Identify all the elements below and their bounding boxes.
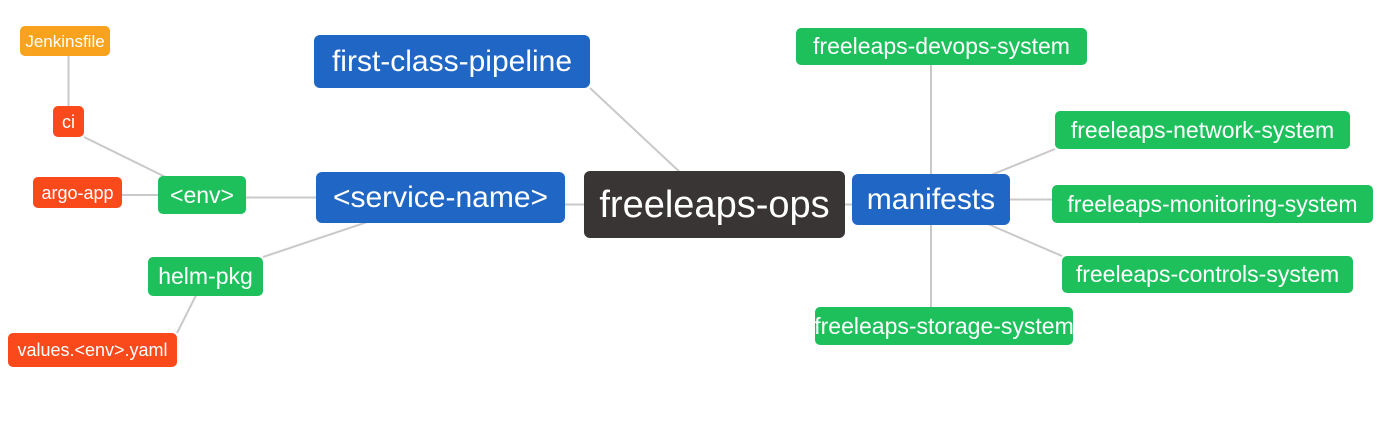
node-env[interactable]: <env> (158, 176, 246, 214)
node-freeleaps-controls-system[interactable]: freeleaps-controls-system (1062, 256, 1353, 293)
node-values-env-yaml[interactable]: values.<env>.yaml (8, 333, 177, 367)
node-ci[interactable]: ci (53, 106, 84, 137)
node-first-class-pipeline[interactable]: first-class-pipeline (314, 35, 590, 88)
node-freeleaps-monitoring-system[interactable]: freeleaps-monitoring-system (1052, 185, 1373, 223)
node-argo-app[interactable]: argo-app (33, 177, 122, 208)
node-helm-pkg[interactable]: helm-pkg (148, 257, 263, 296)
node-service-name[interactable]: <service-name> (316, 172, 565, 223)
node-manifests[interactable]: manifests (852, 174, 1010, 225)
node-freeleaps-devops-system[interactable]: freeleaps-devops-system (796, 28, 1087, 65)
node-freeleaps-network-system[interactable]: freeleaps-network-system (1055, 111, 1350, 149)
node-freeleaps-ops-root[interactable]: freeleaps-ops (584, 171, 845, 238)
node-freeleaps-storage-system[interactable]: freeleaps-storage-system (814, 307, 1074, 345)
node-jenkinsfile[interactable]: Jenkinsfile (20, 26, 110, 56)
